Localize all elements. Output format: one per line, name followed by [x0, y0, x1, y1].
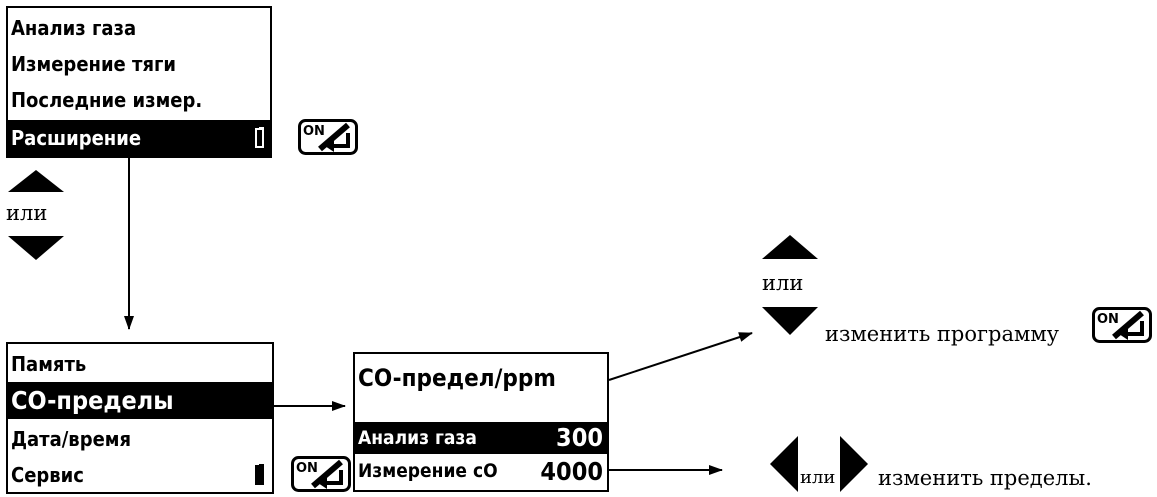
co-limit-screen: CO-предел/ppm Анализ газа 300 Измерение …: [353, 352, 609, 492]
co-limit-title: CO-предел/ppm: [358, 364, 556, 392]
menu-item-gas-analysis[interactable]: Анализ газа: [8, 10, 270, 46]
menu-item-memory[interactable]: Память: [8, 346, 272, 382]
menu-item-last-measurements[interactable]: Последние измер.: [8, 82, 270, 118]
co-limit-row-label: Измерение сO: [358, 460, 498, 482]
arrow-up-icon[interactable]: [6, 168, 66, 194]
battery-icon: [255, 464, 264, 485]
menu-item-date-time[interactable]: Дата/время: [8, 421, 272, 457]
arrow-left-icon[interactable]: [768, 434, 800, 494]
main-menu-screen: Анализ газа Измерение тяги Последние изм…: [6, 6, 272, 158]
co-limit-row-gas-analysis[interactable]: Анализ газа 300: [355, 422, 607, 454]
co-limit-row-label: Анализ газа: [358, 427, 477, 449]
co-limit-row-co-measurement[interactable]: Измерение сO 4000: [355, 455, 607, 488]
on-enter-key-icon[interactable]: ON: [291, 456, 351, 492]
extension-menu-screen: Память CO-пределы Дата/время Сервис: [6, 342, 274, 494]
arrow-down-icon[interactable]: [6, 234, 66, 262]
co-limit-row-value: 300: [556, 423, 603, 452]
menu-item-label: CO-пределы: [11, 386, 174, 415]
arrow-up-icon[interactable]: [760, 233, 820, 261]
arrow-right-icon[interactable]: [838, 434, 870, 494]
on-enter-key-icon[interactable]: ON: [1092, 307, 1152, 343]
menu-item-label: Измерение тяги: [11, 52, 177, 76]
menu-item-label: Расширение: [11, 126, 142, 150]
menu-item-service[interactable]: Сервис: [8, 457, 272, 493]
menu-item-label: Анализ газа: [11, 16, 137, 40]
menu-item-extension[interactable]: Расширение: [8, 120, 270, 156]
or-caption-bottom: или: [800, 467, 836, 488]
change-limits-caption: изменить пределы.: [878, 466, 1092, 490]
menu-item-label: Дата/время: [11, 427, 132, 451]
key-on-label: ON: [303, 124, 325, 139]
menu-item-label: Сервис: [11, 463, 84, 487]
menu-item-label: Последние измер.: [11, 88, 203, 112]
arrow-screen-to-program: [608, 332, 753, 381]
change-program-caption: изменить программу: [825, 322, 1060, 346]
arrow-down-icon[interactable]: [760, 305, 820, 337]
key-on-label: ON: [1097, 312, 1119, 327]
menu-item-draft-measurement[interactable]: Измерение тяги: [8, 46, 270, 82]
on-enter-key-icon[interactable]: ON: [298, 119, 358, 155]
co-limit-row-value: 4000: [540, 457, 603, 486]
or-caption-left: или: [6, 201, 48, 225]
menu-item-co-limits[interactable]: CO-пределы: [8, 382, 272, 419]
menu-item-label: Память: [11, 352, 87, 376]
or-caption-right: или: [762, 271, 804, 295]
battery-icon: [255, 127, 264, 148]
key-on-label: ON: [296, 461, 318, 476]
